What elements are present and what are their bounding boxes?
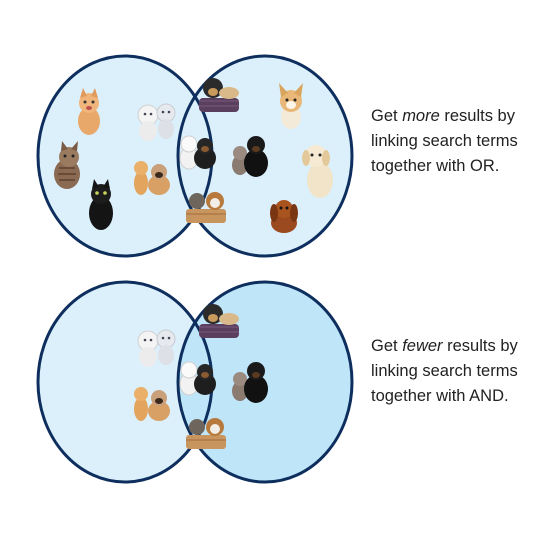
- kitten-black-icon: [89, 179, 113, 230]
- puppy-corgi-icon: [279, 83, 303, 129]
- or-caption: Get more results by linking search terms…: [371, 104, 531, 179]
- or-caption-pre: Get: [371, 107, 403, 125]
- and-caption-post: results by linking search terms together…: [371, 337, 518, 405]
- kitten-puppy-orange-icon: [134, 387, 170, 421]
- kitten-puppy-basket-icon: [186, 192, 226, 223]
- or-venn-diagram: [36, 54, 354, 258]
- and-caption-emphasis: fewer: [402, 337, 443, 355]
- kitten-puppy-basket-icon: [186, 418, 226, 449]
- kitten-puppy-black-white-icon: [179, 361, 216, 396]
- puppy-golden-icon: [302, 145, 333, 198]
- or-caption-post: results by linking search terms together…: [371, 107, 518, 175]
- kitten-tabby-icon: [54, 141, 80, 189]
- kitten-puppy-black-white-icon: [179, 135, 216, 170]
- puppy-in-basket-icon: [199, 78, 239, 112]
- kitten-cat-dark-puppy-icon: [232, 136, 268, 177]
- or-caption-emphasis: more: [402, 107, 440, 125]
- kitten-orange-icon: [78, 88, 100, 135]
- kittens-white-pair-icon: [137, 103, 176, 141]
- and-venn-diagram: [36, 280, 354, 484]
- and-caption: Get fewer results by linking search term…: [371, 334, 531, 409]
- and-caption-pre: Get: [371, 337, 403, 355]
- puppy-dachshund-icon: [270, 200, 298, 233]
- kittens-white-pair-icon: [137, 329, 176, 367]
- puppy-in-basket-icon: [199, 304, 239, 338]
- kitten-cat-dark-puppy-icon: [232, 362, 268, 403]
- kitten-puppy-orange-icon: [134, 161, 170, 195]
